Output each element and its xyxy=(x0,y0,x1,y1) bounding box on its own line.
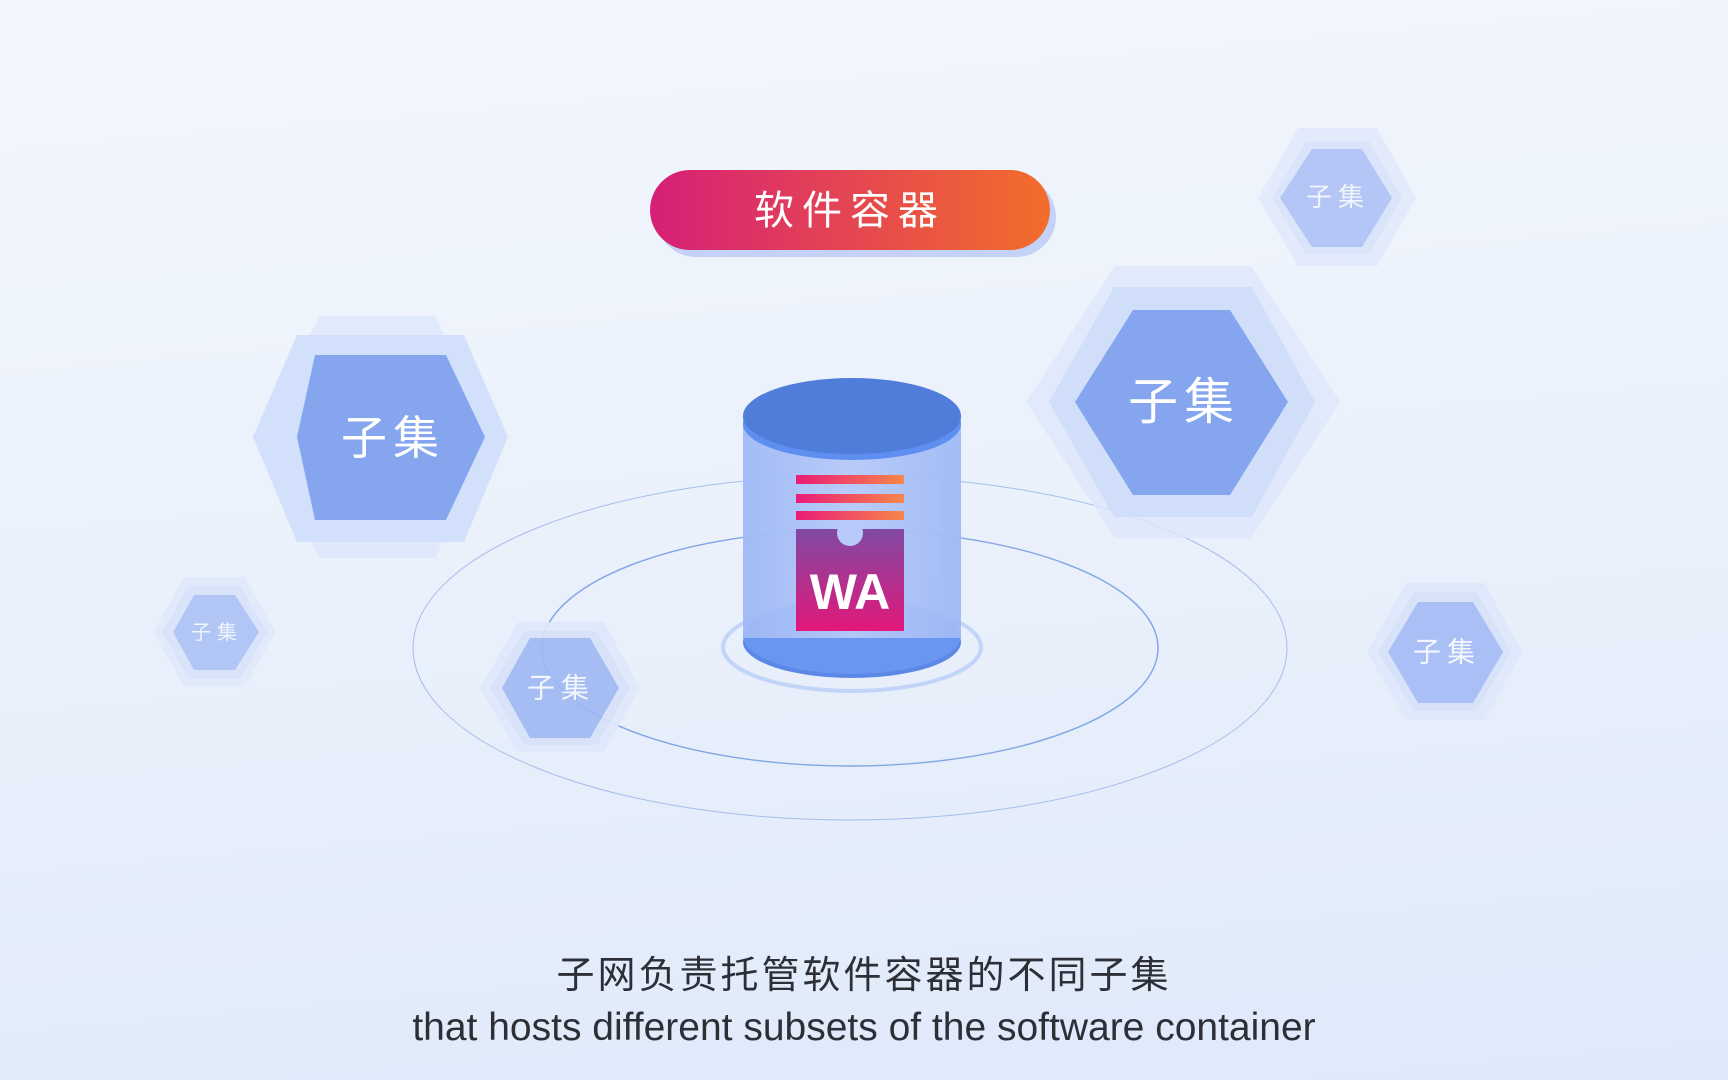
subset-hexagon-label: 子集 xyxy=(1413,636,1481,669)
subset-hexagon-label: 子集 xyxy=(1128,373,1240,431)
subset-hexagon-left-large: 子集 xyxy=(252,316,508,558)
subset-hexagon-label: 子集 xyxy=(527,672,595,705)
subset-hexagon-right-small: 子集 xyxy=(1367,583,1522,720)
subset-hexagon-top-right: 子集 xyxy=(1258,128,1416,266)
container-stripe xyxy=(796,494,904,503)
subset-hexagon-label: 子集 xyxy=(191,620,243,644)
wa-badge: WA xyxy=(796,520,904,631)
subset-hexagon-lower-left: 子集 xyxy=(480,622,640,752)
subset-hexagon-label: 子集 xyxy=(1306,183,1370,213)
software-container-cylinder: WA xyxy=(721,378,983,693)
container-stripe xyxy=(796,511,904,520)
subset-hexagon-label: 子集 xyxy=(341,411,445,465)
caption-english: that hosts different subsets of the soft… xyxy=(412,1006,1316,1049)
wa-badge-text: WA xyxy=(810,564,891,620)
caption-chinese: 子网负责托管软件容器的不同子集 xyxy=(556,953,1172,997)
subset-hexagon-far-left: 子集 xyxy=(153,577,276,686)
subset-hexagon-right-large: 子集 xyxy=(1026,266,1340,538)
container-stripe xyxy=(796,475,904,484)
title-pill: 软件容器 xyxy=(650,170,1056,257)
title-pill-label: 软件容器 xyxy=(754,188,946,234)
